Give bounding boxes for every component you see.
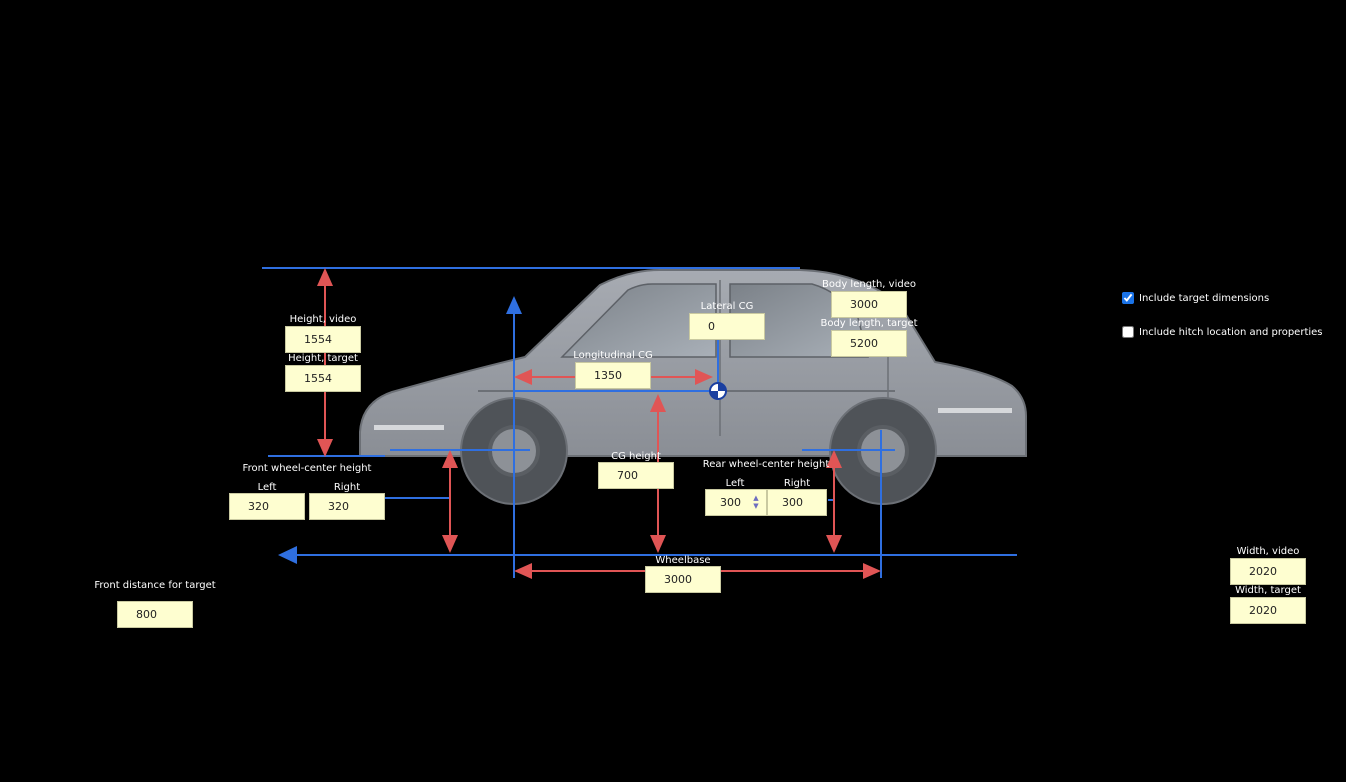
lateral-cg-input[interactable] <box>689 313 765 340</box>
height-video-label: Height, video <box>289 314 357 325</box>
lateral-cg-label: Lateral CG <box>700 301 754 312</box>
front-distance-input[interactable] <box>117 601 193 628</box>
height-video-input[interactable] <box>285 326 361 353</box>
front-right-label: Right <box>333 482 361 493</box>
width-video-input[interactable] <box>1230 558 1306 585</box>
body-length-video-label: Body length, video <box>822 279 916 290</box>
include-hitch-checkbox[interactable] <box>1122 326 1134 338</box>
include-target-dimensions-checkbox[interactable] <box>1122 292 1134 304</box>
cg-marker-icon <box>709 382 727 400</box>
rear-right-label: Right <box>783 478 811 489</box>
spin-up-down-icon[interactable]: ▲▼ <box>753 494 759 510</box>
body-length-target-label: Body length, target <box>820 318 918 329</box>
dimension-arrows <box>317 268 881 579</box>
reference-lines <box>262 267 1017 578</box>
width-target-label: Width, target <box>1235 585 1301 596</box>
include-hitch-option[interactable]: Include hitch location and properties <box>1122 326 1323 338</box>
front-wheel-center-height-label: Front wheel-center height <box>242 463 372 474</box>
front-distance-label: Front distance for target <box>94 580 216 591</box>
wheelbase-label: Wheelbase <box>655 555 711 566</box>
rear-right-height-input[interactable] <box>767 489 827 516</box>
front-left-label: Left <box>257 482 277 493</box>
height-target-label: Height, target <box>288 353 358 364</box>
front-right-height-input[interactable] <box>309 493 385 520</box>
cg-height-label: CG height <box>611 451 661 462</box>
include-hitch-label: Include hitch location and properties <box>1139 326 1323 338</box>
width-target-input[interactable] <box>1230 597 1306 624</box>
front-left-height-input[interactable] <box>229 493 305 520</box>
include-target-dimensions-option[interactable]: Include target dimensions <box>1122 292 1269 304</box>
vertical-axis-arrowhead <box>506 296 522 314</box>
longitudinal-cg-label: Longitudinal CG <box>573 350 653 361</box>
wheelbase-input[interactable] <box>645 566 721 593</box>
width-video-label: Width, video <box>1236 546 1300 557</box>
cg-height-input[interactable] <box>598 462 674 489</box>
rear-wheel-center-height-label: Rear wheel-center height <box>702 459 830 470</box>
longitudinal-cg-input[interactable] <box>575 362 651 389</box>
height-target-input[interactable] <box>285 365 361 392</box>
body-length-video-input[interactable] <box>831 291 907 318</box>
body-length-target-input[interactable] <box>831 330 907 357</box>
include-target-dimensions-label: Include target dimensions <box>1139 292 1270 304</box>
rear-left-height-input[interactable] <box>705 489 767 516</box>
ground-axis-arrowhead <box>278 546 297 564</box>
rear-left-label: Left <box>725 478 745 489</box>
